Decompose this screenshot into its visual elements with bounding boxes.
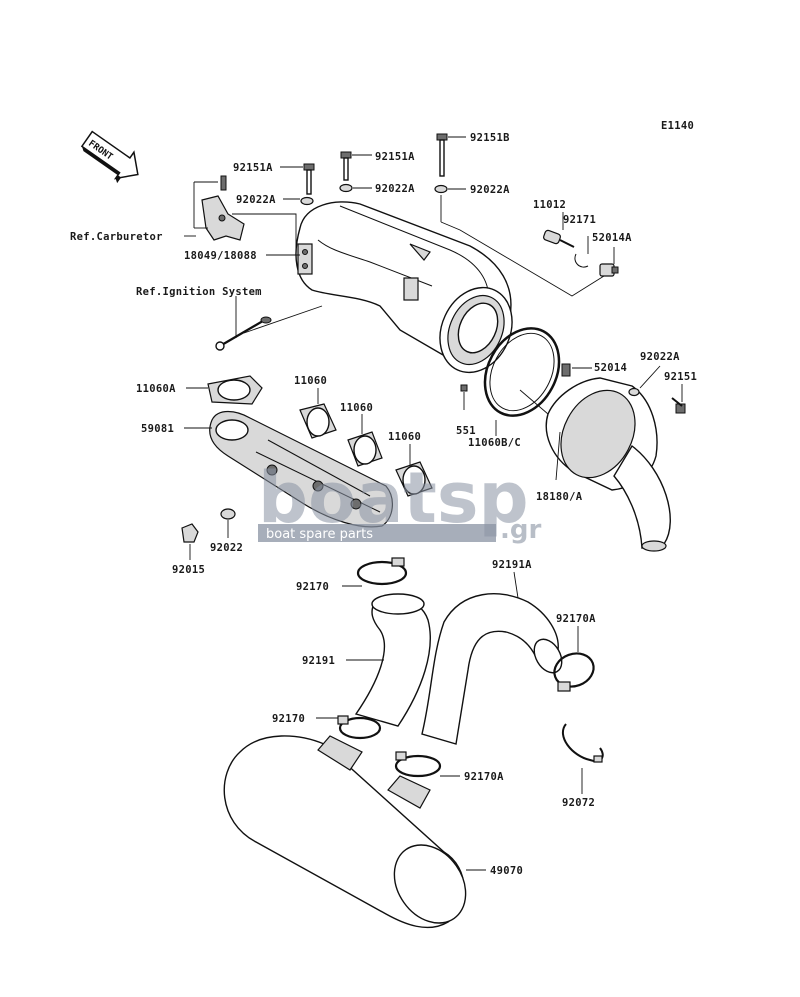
clamp-92170A-lower [394, 751, 460, 778]
washer-92022A-side [628, 365, 661, 397]
nut-92015 [181, 523, 199, 560]
label-11060BC: 11060B/C [468, 437, 521, 449]
exhaust-manifold-59081 [184, 410, 393, 528]
label-92022A-right: 92022A [470, 184, 510, 196]
label-11060-2: 11060 [340, 402, 373, 414]
label-92170-lower: 92170 [272, 713, 305, 725]
watermark: boatsp .gr boat spare parts [258, 457, 541, 545]
bolt-92151-side [671, 384, 686, 414]
label-92191: 92191 [302, 655, 335, 667]
elbow-pipe-18180A [519, 377, 671, 552]
carburetor-bracket [184, 175, 297, 248]
gasket-11060A [186, 375, 263, 405]
label-92151B: 92151B [470, 132, 510, 144]
sensor-11012 [543, 212, 575, 248]
clamp-92170-lower [316, 715, 382, 740]
label-18180A: 18180/A [536, 491, 583, 503]
label-52014: 52014 [594, 362, 627, 374]
diagram-id: E1140 [661, 120, 694, 132]
hose-92191 [346, 593, 431, 727]
label-92170A-right: 92170A [556, 613, 596, 625]
ref-ignition-system: Ref.Ignition System [136, 286, 262, 298]
label-92022A-mid: 92022A [375, 183, 415, 195]
label-52014A: 52014A [592, 232, 632, 244]
label-59081: 59081 [141, 423, 174, 435]
label-92022: 92022 [210, 542, 243, 554]
ignition-rod [215, 296, 323, 351]
label-11012: 11012 [533, 199, 566, 211]
label-92170A-lower: 92170A [464, 771, 504, 783]
watermark-tld: .gr [500, 515, 541, 545]
label-92191A: 92191A [492, 559, 532, 571]
label-92151A-left: 92151A [233, 162, 273, 174]
label-11060-3: 11060 [388, 431, 421, 443]
bolt-92151B [436, 133, 466, 177]
clip-92171 [574, 236, 589, 268]
label-92151A-mid: 92151A [375, 151, 415, 163]
label-92022A-left: 92022A [236, 194, 276, 206]
exhaust-pipe-18049 [266, 201, 513, 374]
washer-92022A-left [283, 196, 314, 206]
ref-carburetor: Ref.Carburetor [70, 231, 163, 243]
gasket-11060-1 [299, 388, 337, 439]
label-92171: 92171 [563, 214, 596, 226]
label-11060A: 11060A [136, 383, 176, 395]
hose-92191A [421, 571, 563, 745]
washer-92022A-mid [339, 183, 372, 193]
label-92015: 92015 [172, 564, 205, 576]
label-18049-18088: 18049/18088 [184, 250, 257, 262]
gasket-11060-3 [395, 444, 433, 497]
clamp-92170-top [342, 557, 408, 587]
label-49070: 49070 [490, 865, 523, 877]
muffler-49070 [223, 735, 486, 929]
watermark-tagline: boat spare parts [266, 527, 373, 542]
pin-551 [460, 384, 468, 410]
label-551: 551 [456, 425, 476, 437]
label-92072: 92072 [562, 797, 595, 809]
label-92022A-side: 92022A [640, 351, 680, 363]
bolt-92151A-left [280, 163, 315, 195]
bolt-92151A-mid [340, 151, 372, 181]
cable-tie-92072 [562, 723, 604, 794]
washer-92022A-right [434, 184, 466, 222]
sensor-52014A [440, 221, 619, 297]
label-92170-top: 92170 [296, 581, 329, 593]
clamp-92170A-right [553, 626, 595, 692]
gasket-11060-2 [347, 414, 383, 467]
label-92151: 92151 [664, 371, 697, 383]
gasket-11060BC [483, 327, 561, 436]
front-arrow-icon: FRONT [80, 130, 139, 184]
label-11060-1: 11060 [294, 375, 327, 387]
bolt-52014 [561, 363, 592, 377]
washer-92022 [220, 508, 236, 538]
